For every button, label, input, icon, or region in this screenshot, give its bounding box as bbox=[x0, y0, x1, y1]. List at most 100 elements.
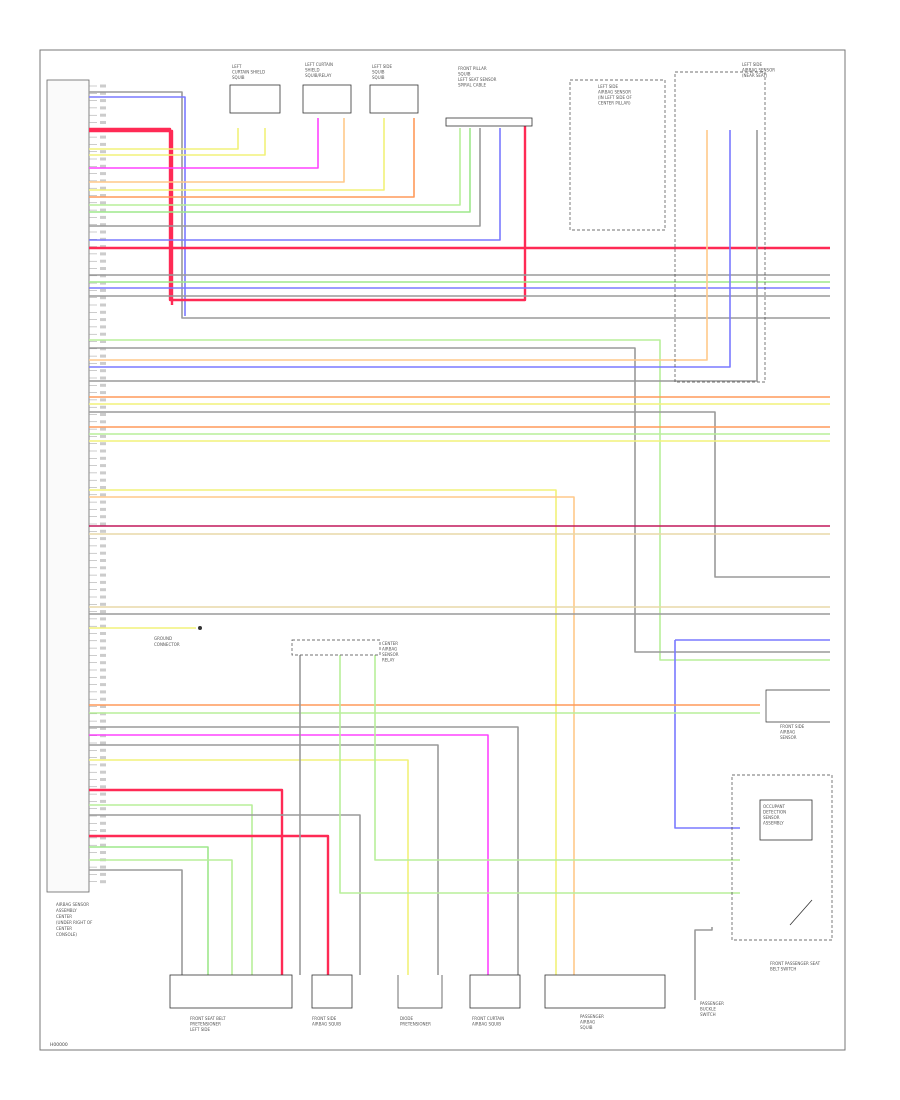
wire-lightgreen bbox=[339, 655, 740, 894]
pin-label-mark bbox=[100, 675, 106, 679]
pin-label-mark bbox=[100, 559, 106, 562]
pin-label-mark bbox=[100, 486, 106, 489]
wire-magenta bbox=[89, 118, 319, 169]
pin-label-mark bbox=[100, 208, 106, 212]
pin-label-mark bbox=[100, 507, 106, 511]
top-component-5-line-3: (IN LEFT SIDE OF bbox=[598, 95, 632, 100]
pin-label-mark bbox=[100, 632, 106, 635]
main-module-label-line-1: AIRBAG SENSOR bbox=[56, 902, 89, 907]
right-component-3-line-1: FRONT PASSENGER SEAT bbox=[770, 961, 821, 966]
pin-label-mark bbox=[100, 288, 106, 292]
pin-label-mark bbox=[100, 369, 106, 373]
wire-blue bbox=[89, 130, 731, 368]
pin-label-mark bbox=[100, 84, 106, 88]
main-module-label-line-2: ASSEMBLY bbox=[56, 908, 77, 913]
wire-blue bbox=[674, 640, 740, 829]
pin-label-mark bbox=[100, 697, 106, 701]
bottom-component-5-line-3: SQUIB bbox=[580, 1025, 593, 1030]
pin-label-mark bbox=[100, 91, 106, 95]
main-module-label-line-6: CONSOLE) bbox=[56, 932, 77, 937]
pin-label-mark bbox=[100, 405, 106, 409]
wire-yellow bbox=[89, 489, 557, 975]
bottom-component-1-line-3: LEFT SIDE bbox=[190, 1027, 211, 1032]
pin-label-mark bbox=[100, 464, 106, 468]
pin-label-mark bbox=[100, 413, 106, 416]
pin-label-mark bbox=[100, 690, 106, 694]
left-side-squib bbox=[369, 84, 419, 114]
pin-label-mark bbox=[100, 215, 106, 219]
top-component-1-line-2: CURTAIN SHIELD bbox=[232, 70, 265, 75]
pin-label-mark bbox=[100, 814, 106, 818]
pin-label-mark bbox=[100, 179, 106, 183]
pin-label-mark bbox=[100, 310, 106, 314]
wire-yellow bbox=[89, 118, 385, 191]
wire-gray bbox=[89, 869, 183, 975]
pin-label-mark bbox=[100, 741, 106, 745]
pin-label-mark bbox=[100, 420, 106, 424]
pin-label-mark bbox=[100, 223, 106, 227]
pin-label-mark bbox=[100, 376, 106, 380]
right-component-2-line-4: ASSEMBLY bbox=[763, 821, 784, 826]
wire-green bbox=[89, 128, 471, 213]
pin-label-mark bbox=[100, 500, 106, 504]
pin-label-mark bbox=[100, 449, 106, 453]
pin-label-mark bbox=[100, 551, 106, 555]
pin-label-mark bbox=[100, 150, 106, 154]
wire-peach bbox=[89, 118, 345, 183]
pin-label-mark bbox=[100, 639, 106, 643]
top-component-6-line-1: LEFT SIDE bbox=[742, 62, 763, 67]
diagram-frame bbox=[39, 49, 846, 1051]
pin-label-mark bbox=[100, 537, 106, 541]
left-side-airbag-sensor bbox=[569, 79, 666, 231]
wire-yellow bbox=[89, 128, 239, 150]
bottom-component-1-line-1: FRONT SEAT BELT bbox=[190, 1016, 226, 1021]
right-component-1-line-2: AIRBAG bbox=[780, 730, 795, 735]
pin-label-mark bbox=[100, 383, 106, 387]
ground-note-line-2: CONNECTOR bbox=[154, 642, 180, 647]
main-module-label-line-4: (UNDER RIGHT OF bbox=[56, 920, 93, 925]
pin-label-mark bbox=[100, 646, 106, 650]
pin-label-mark bbox=[100, 588, 106, 592]
pin-label-mark bbox=[100, 186, 106, 190]
pin-label-mark bbox=[100, 325, 106, 329]
top-component-1-line-1: LEFT bbox=[232, 64, 242, 69]
center-connector bbox=[291, 639, 381, 656]
pin-label-mark bbox=[100, 267, 106, 270]
pin-label-mark bbox=[100, 785, 106, 789]
top-component-4-line-4: SPIRAL CABLE bbox=[458, 83, 486, 88]
top-component-4-line-1: FRONT PILLAR bbox=[458, 66, 487, 71]
pin-label-mark bbox=[100, 398, 106, 402]
right-component-3-line-2: BELT SWITCH bbox=[770, 967, 796, 972]
pin-label-mark bbox=[100, 821, 106, 825]
pin-label-mark bbox=[100, 807, 106, 811]
bottom-component-5-line-1: PASSENGER bbox=[580, 1014, 604, 1019]
pin-label-mark bbox=[100, 230, 106, 234]
front-side-airbag-squib bbox=[311, 974, 353, 1009]
pin-label-mark bbox=[100, 142, 106, 146]
wire-peach bbox=[89, 130, 708, 361]
left-curtain-relay bbox=[302, 84, 352, 114]
pin-label-mark bbox=[100, 303, 106, 307]
pin-label-mark bbox=[100, 653, 106, 657]
right-component-2-line-2: DETECTION bbox=[763, 810, 786, 815]
wire-blue bbox=[89, 128, 501, 241]
pin-label-mark bbox=[100, 778, 106, 781]
pin-label-mark bbox=[100, 99, 106, 103]
pin-label-mark bbox=[100, 836, 106, 840]
main-module-label-line-3: CENTER bbox=[56, 914, 72, 919]
wire-gray bbox=[89, 814, 361, 975]
pin-label-mark bbox=[100, 865, 106, 869]
top-component-5-line-1: LEFT SIDE bbox=[598, 84, 619, 89]
ground-note-line-1: GROUND bbox=[154, 636, 172, 641]
ground-symbol bbox=[198, 626, 202, 630]
pin-label-mark bbox=[100, 843, 106, 847]
wire-lightgreen bbox=[89, 339, 830, 661]
pin-label-mark bbox=[100, 157, 106, 161]
wire-gray bbox=[89, 347, 830, 653]
ground-note: GROUND CONNECTOR bbox=[154, 626, 202, 647]
wire-gray bbox=[694, 927, 713, 1000]
pin-label-mark bbox=[100, 478, 106, 482]
pin-label-mark bbox=[100, 851, 106, 854]
occupant-sensor-inner bbox=[759, 799, 813, 841]
main-module bbox=[46, 79, 90, 893]
